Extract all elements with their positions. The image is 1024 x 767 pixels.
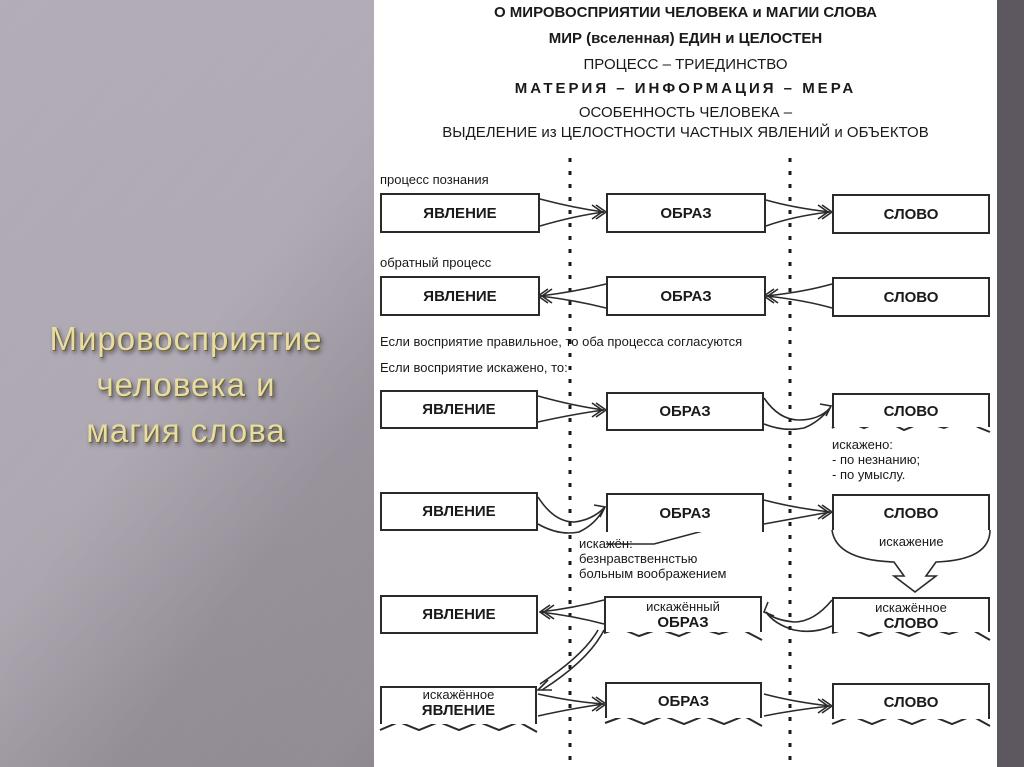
row1-image-box: ОБРАЗ <box>606 193 766 233</box>
row2-word-box: СЛОВО <box>832 277 990 317</box>
row3-phenomenon-label: ЯВЛЕНИЕ <box>422 401 496 418</box>
diagram-image: О МИРОВОСПРИЯТИИ ЧЕЛОВЕКА и МАГИИ СЛОВА … <box>374 0 997 767</box>
row5-word-label: СЛОВО <box>883 615 939 632</box>
row1-word-box: СЛОВО <box>832 194 990 234</box>
row6-image-label: ОБРАЗ <box>657 692 710 710</box>
row1-phenomenon-label: ЯВЛЕНИЕ <box>423 204 497 222</box>
row2-phenomenon-box: ЯВЛЕНИЕ <box>380 276 540 316</box>
row6-word-box: СЛОВО <box>832 683 990 719</box>
row2-word-label: СЛОВО <box>883 288 939 306</box>
row5-image-box-distorted: искажённый ОБРАЗ <box>604 596 762 632</box>
row6-phenomenon-sub-label: искажённое <box>422 687 495 702</box>
slide-title-line-1: Мировосприятие <box>49 320 323 357</box>
diagram-subtitle-feature: ОСОБЕННОСТЬ ЧЕЛОВЕКА – <box>578 104 793 121</box>
note-image-distorted-line-3: больным воображением <box>579 566 727 581</box>
slide-title-line-3: магия слова <box>86 412 286 449</box>
label-if-correct: Если восприятие правильное, то оба проце… <box>380 334 743 349</box>
slide-title: Мировосприятие человека и магия слова <box>0 316 372 454</box>
row4-phenomenon-label: ЯВЛЕНИЕ <box>422 503 496 520</box>
right-edge-strip <box>997 0 1024 767</box>
note-word-distorted-line-2: - по незнанию; <box>832 452 921 467</box>
note-image-distorted-line-1: искажён: <box>579 536 633 551</box>
diagram-connectors <box>379 158 991 767</box>
note-image-distorted: искажён: безнравственнстью больным вообр… <box>579 536 726 581</box>
slide-title-line-2: человека и <box>96 366 276 403</box>
row3-phenomenon-box: ЯВЛЕНИЕ <box>380 390 538 429</box>
row6-phenomenon-box-distorted: искажённое ЯВЛЕНИЕ <box>380 686 537 724</box>
label-cognition-process: процесс познания <box>380 172 489 187</box>
row5-word-sub-label: искажённое <box>875 600 947 615</box>
diagram-subtitle-process: ПРОЦЕСС – ТРИЕДИНСТВО <box>583 56 788 73</box>
row5-phenomenon-box: ЯВЛЕНИЕ <box>380 595 538 634</box>
row3-image-label: ОБРАЗ <box>659 403 711 420</box>
row3-word-box-distorted: СЛОВО <box>832 393 990 427</box>
note-word-distorted-line-1: искажено: <box>832 437 893 452</box>
row5-image-sub-label: искажённый <box>646 599 720 614</box>
row1-image-label: ОБРАЗ <box>660 204 712 222</box>
note-word-distorted-line-3: - по умыслу. <box>832 467 906 482</box>
row4-word-label: СЛОВО <box>883 504 939 522</box>
note-image-distorted-line-2: безнравственнстью <box>579 551 698 566</box>
row3-image-box: ОБРАЗ <box>606 392 764 431</box>
diagram-title: О МИРОВОСПРИЯТИИ ЧЕЛОВЕКА и МАГИИ СЛОВА <box>493 4 878 21</box>
note-distortion: искажение <box>879 534 944 549</box>
label-if-distorted: Если восприятие искажено, то: <box>380 360 568 375</box>
row4-image-box: ОБРАЗ <box>606 493 764 532</box>
diagram-subtitle-world: МИР (вселенная) ЕДИН и ЦЕЛОСТЕН <box>548 30 823 47</box>
row4-image-label: ОБРАЗ <box>659 505 711 522</box>
row6-phenomenon-label: ЯВЛЕНИЕ <box>421 702 496 719</box>
row6-word-label: СЛОВО <box>883 693 939 711</box>
row1-word-label: СЛОВО <box>883 205 939 223</box>
diagram-subtitle-selection: ВЫДЕЛЕНИЕ из ЦЕЛОСТНОСТИ ЧАСТНЫХ ЯВЛЕНИЙ… <box>442 124 929 141</box>
row4-phenomenon-box: ЯВЛЕНИЕ <box>380 492 538 531</box>
row6-image-box: ОБРАЗ <box>605 682 762 718</box>
label-reverse-process: обратный процесс <box>380 255 492 270</box>
row5-word-box-distorted: искажённое СЛОВО <box>832 597 990 632</box>
row2-image-label: ОБРАЗ <box>660 287 712 305</box>
row5-image-label: ОБРАЗ <box>657 614 709 631</box>
row4-word-box: СЛОВО <box>832 494 990 530</box>
row2-phenomenon-label: ЯВЛЕНИЕ <box>423 287 497 305</box>
row2-image-box: ОБРАЗ <box>606 276 766 316</box>
row3-word-label: СЛОВО <box>883 402 939 420</box>
diagram-subtitle-triad: МАТЕРИЯ – ИНФОРМАЦИЯ – МЕРА <box>514 80 857 97</box>
row1-phenomenon-box: ЯВЛЕНИЕ <box>380 193 540 233</box>
note-word-distorted: искажено: - по незнанию; - по умыслу. <box>832 437 920 482</box>
row5-phenomenon-label: ЯВЛЕНИЕ <box>422 606 496 623</box>
